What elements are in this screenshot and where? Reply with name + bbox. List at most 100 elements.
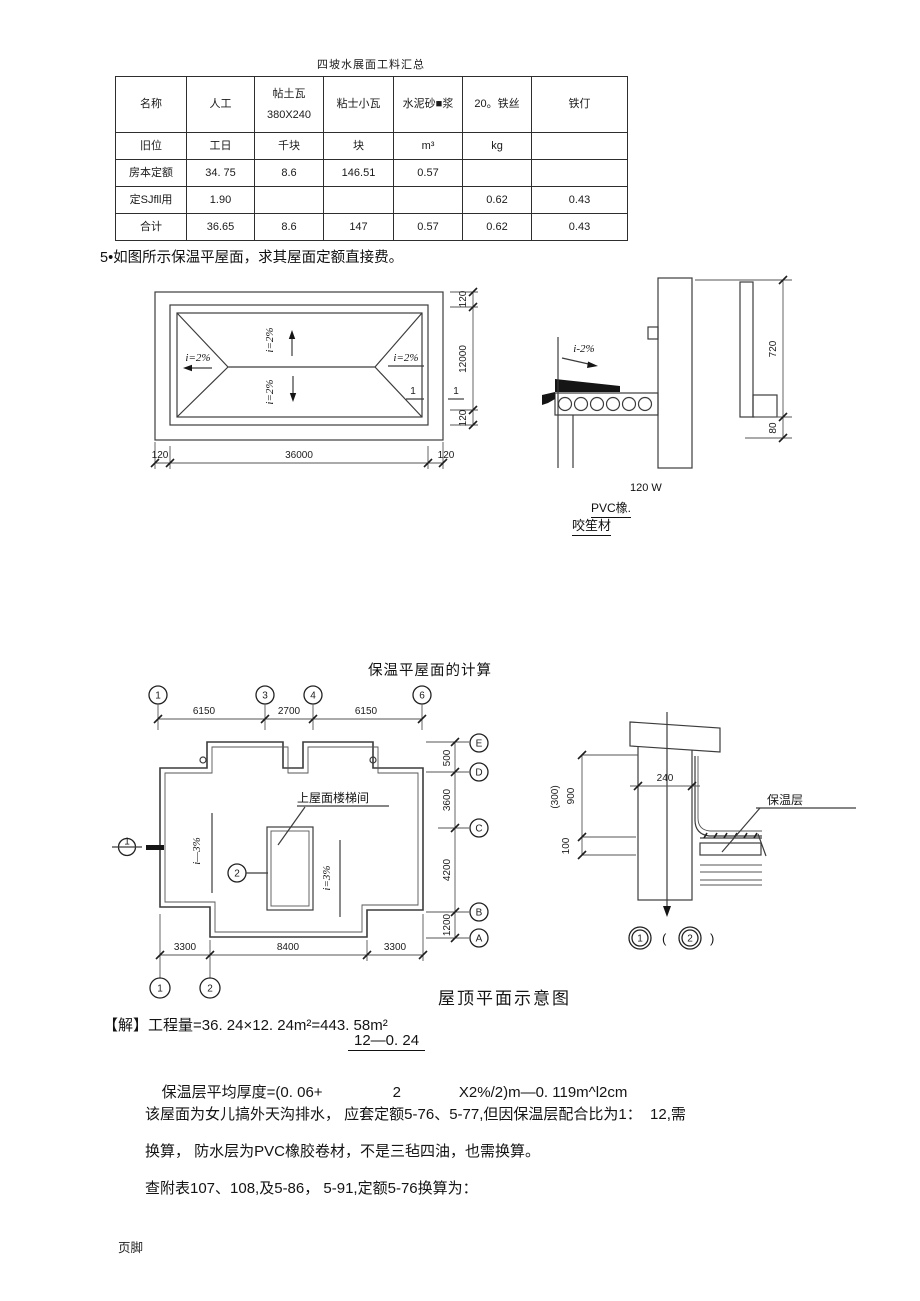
materials-table: 名称 人工 帖土瓦 380X240 粘士小瓦 水泥砂■浆 20。铁丝 铁仃 旧位… bbox=[115, 76, 628, 241]
detail-right-dimension: 720 80 bbox=[695, 275, 792, 443]
fraction-denominator: 2 bbox=[392, 1084, 401, 1101]
dim-6150-left: 6150 bbox=[193, 706, 216, 717]
header-cell: 粘士小瓦 bbox=[323, 76, 394, 133]
dim-720: 720 bbox=[768, 340, 779, 357]
table-row: 合计 36.65 8.6 147 0.57 0.62 0.43 bbox=[115, 213, 628, 241]
paren-close: ) bbox=[710, 931, 714, 946]
waterproof-layer bbox=[555, 379, 620, 392]
cell bbox=[462, 159, 532, 187]
cell: m³ bbox=[393, 132, 463, 160]
solution-line2-start: 保温层平均厚度=(0. 06+ bbox=[161, 1084, 323, 1101]
grid-bubble-A: A bbox=[476, 934, 483, 945]
stair-annotation: 上屋面楼梯间 bbox=[277, 790, 389, 846]
dim-100: 100 bbox=[561, 837, 572, 854]
section-mark-inner: 1 bbox=[410, 386, 416, 397]
header-cell: 水泥砂■浆 bbox=[393, 76, 463, 133]
dim-1200: 1200 bbox=[442, 913, 453, 936]
cell: 34. 75 bbox=[186, 159, 255, 187]
table-title: 四坡水展面工料汇总 bbox=[317, 59, 425, 71]
cell: kg bbox=[462, 132, 532, 160]
detail-slope-arrow: i-2% bbox=[561, 343, 598, 368]
page-footer: 页脚 bbox=[118, 1241, 144, 1255]
detail-wall-dimension: 240 bbox=[630, 773, 700, 791]
slope-labels: i—3% i=3% bbox=[191, 813, 341, 917]
table-header-row: 名称 人工 帖土瓦 380X240 粘士小瓦 水泥砂■浆 20。铁丝 铁仃 bbox=[115, 76, 628, 133]
header-cell: 帖土瓦 380X240 bbox=[254, 76, 324, 133]
cell: 146.51 bbox=[323, 159, 394, 187]
cell: 147 bbox=[323, 213, 394, 241]
cell: 0.57 bbox=[393, 159, 463, 187]
cell: 合计 bbox=[115, 213, 187, 241]
solution-line5: 查附表107、108,及5-86， 5-91,定额5-76换算为： bbox=[145, 1180, 478, 1197]
cell: 8.6 bbox=[254, 213, 324, 241]
dim-500: 500 bbox=[442, 749, 453, 766]
bubble-1: 1 bbox=[637, 934, 643, 945]
parapet-wall bbox=[629, 712, 721, 917]
plan-bottom-dimension: 120 36000 120 bbox=[150, 442, 455, 469]
detail-grid-bubbles: 1 ( 2 ) bbox=[628, 926, 714, 950]
cell: 旧位 bbox=[115, 132, 187, 160]
table-row: 定SJfll用 1.90 0.62 0.43 bbox=[115, 186, 628, 214]
plan-bottom-dimension: 3300 8400 3300 1 2 bbox=[149, 914, 428, 999]
slope-right-label: i=3% bbox=[321, 865, 333, 890]
figure2-roof-plan: 1 3 4 6 6150 2700 6150 bbox=[112, 685, 489, 999]
dim-2700: 2700 bbox=[278, 706, 301, 717]
cell bbox=[323, 186, 394, 214]
grid-bubble-C: C bbox=[475, 824, 482, 835]
dim-8400: 8400 bbox=[277, 942, 300, 953]
pvc-label-line1: PVC橡. bbox=[591, 499, 632, 518]
parapet-wall bbox=[647, 277, 778, 469]
grid-bubble-6: 6 bbox=[419, 691, 425, 702]
cell: 房本定额 bbox=[115, 159, 187, 187]
dim-80: 80 bbox=[768, 422, 779, 434]
slope-bottom-label: i=2% bbox=[264, 379, 276, 404]
roof-plan-outline bbox=[154, 291, 444, 441]
grid-bubble-1: 1 bbox=[155, 691, 161, 702]
bubble-2: 2 bbox=[687, 934, 693, 945]
table-row: 房本定额 34. 75 8.6 146.51 0.57 bbox=[115, 159, 628, 187]
dim-3300-left: 3300 bbox=[174, 942, 197, 953]
dim-240: 240 bbox=[657, 773, 674, 784]
slope-right-label: i=2% bbox=[393, 352, 418, 364]
callout-number: 2 bbox=[234, 869, 240, 880]
slope-left-label: i=2% bbox=[185, 352, 210, 364]
eave-gutter bbox=[542, 392, 555, 405]
dim-120-bottom: 120 bbox=[458, 409, 469, 426]
roof-outline bbox=[159, 741, 424, 938]
header-cell: 20。铁丝 bbox=[462, 76, 532, 133]
cell bbox=[531, 132, 628, 160]
grid-bubble-bottom-1: 1 bbox=[157, 984, 163, 995]
cell: 块 bbox=[323, 132, 394, 160]
header-cell: 铁仃 bbox=[531, 76, 628, 133]
grid-bubble-D: D bbox=[475, 768, 482, 779]
fraction-numerator: 12—0. 24 bbox=[348, 1032, 426, 1051]
dim-120-right: 120 bbox=[438, 450, 455, 461]
grid-bubble-4: 4 bbox=[310, 691, 316, 702]
header-cell: 人工 bbox=[186, 76, 255, 133]
problem-statement: 5•如图所示保温平屋面，求其屋面定额直接费。 bbox=[100, 250, 404, 266]
dim-3600: 3600 bbox=[442, 788, 453, 811]
plan-right-dimension: 120 12000 120 1 bbox=[448, 287, 478, 430]
section-mark-outer: 1 bbox=[453, 386, 459, 397]
dim-3300-right: 3300 bbox=[384, 942, 407, 953]
detail-callout-2: 2 bbox=[227, 863, 268, 883]
solution-line1: 【解】工程量=36. 24×12. 24m²=443. 58m² bbox=[103, 1017, 388, 1034]
paren-open: ( bbox=[662, 931, 667, 946]
insulation-annotation: 保温层 bbox=[721, 793, 856, 853]
cell: 定SJfll用 bbox=[115, 186, 187, 214]
grid-bubbles-right: E D C B A 500 3600 4200 1200 bbox=[426, 733, 489, 948]
dim-36000: 36000 bbox=[285, 450, 313, 461]
figure2-insulation-detail: 240 (300) 900 100 保温层 1 ( 2 ) bbox=[550, 712, 856, 950]
insulation-label: 保温层 bbox=[767, 793, 803, 807]
cell: 0.57 bbox=[393, 213, 463, 241]
solution-line2: 保温层平均厚度=(0. 06+ 2 X2%/2)m—0. 119m^l2cm bbox=[145, 1064, 628, 1119]
header-cell: 名称 bbox=[115, 76, 187, 133]
table-row: 旧位 工日 千块 块 m³ kg bbox=[115, 132, 628, 160]
grid-bubble-E: E bbox=[476, 739, 483, 750]
solution-line2-end: X2%/2)m—0. 119m^l2cm bbox=[458, 1084, 628, 1101]
cell: 36.65 bbox=[186, 213, 255, 241]
figure1-roof-plan: i=2% i=2% i=2% i=2% 1 120 36000 bbox=[150, 287, 478, 469]
cell: 工日 bbox=[186, 132, 255, 160]
grid-bubbles-top: 1 3 4 6 6150 2700 6150 bbox=[148, 685, 432, 730]
